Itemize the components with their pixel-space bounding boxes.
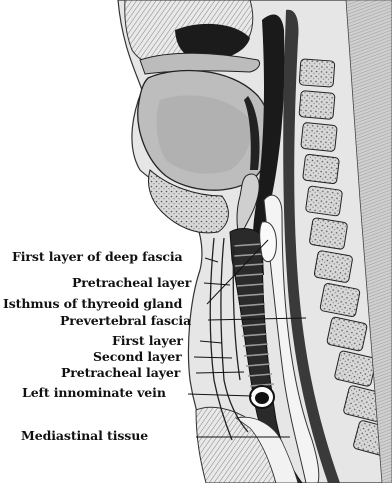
label-first-layer: First layer (112, 334, 183, 348)
label-pretracheal-layer-lower: Pretracheal layer (61, 366, 180, 380)
label-first-layer-deep-fascia: First layer of deep fascia (12, 250, 183, 264)
label-second-layer: Second layer (93, 350, 182, 364)
label-mediastinal-tissue: Mediastinal tissue (21, 429, 148, 443)
label-isthmus-thyroid: Isthmus of thyreoid gland (3, 297, 182, 311)
label-left-innominate-vein: Left innominate vein (22, 386, 166, 400)
label-pretracheal-layer-upper: Pretracheal layer (72, 276, 191, 290)
innominate-vein-lumen (255, 392, 269, 404)
label-prevertebral-fascia: Prevertebral fascia (60, 314, 191, 328)
